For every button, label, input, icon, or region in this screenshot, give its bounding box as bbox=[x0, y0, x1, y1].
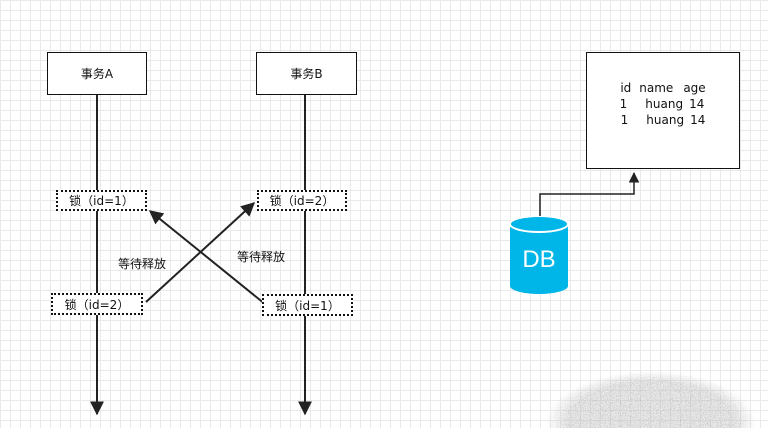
transaction-b-box: 事务B bbox=[256, 52, 357, 95]
table-header-name: name bbox=[639, 81, 674, 95]
table-row: 1 huang 14 bbox=[587, 112, 739, 128]
lock-b-id1-label: 锁（id=1） bbox=[275, 298, 340, 313]
data-table-box: id name age 1 huang 14 1 huang 14 bbox=[586, 52, 740, 169]
table-header-age: age bbox=[683, 81, 706, 95]
lock-a-id2-label: 锁（id=2） bbox=[64, 297, 130, 312]
table-cell-id: 1 bbox=[620, 113, 629, 127]
lock-a-id1: 锁（id=1） bbox=[56, 190, 147, 211]
table-cell-age: 14 bbox=[689, 97, 705, 111]
transaction-a-label: 事务A bbox=[80, 67, 114, 81]
lock-a-id1-label: 锁（id=1） bbox=[69, 194, 134, 208]
database-icon bbox=[510, 216, 568, 294]
transaction-a-box: 事务A bbox=[47, 52, 147, 95]
lock-a-id2: 锁（id=2） bbox=[51, 293, 143, 315]
noise-blob bbox=[546, 360, 756, 428]
table-cell-age: 14 bbox=[690, 113, 706, 127]
lock-b-id2-label: 锁（id=2） bbox=[269, 194, 335, 208]
table-cell-name: huang bbox=[645, 97, 684, 111]
lock-b-id1: 锁（id=1） bbox=[262, 294, 353, 316]
table-row: 1 huang 14 bbox=[587, 96, 739, 112]
table-cell-name: huang bbox=[646, 113, 685, 127]
lock-b-id2: 锁（id=2） bbox=[257, 190, 347, 211]
db-to-table-connector bbox=[539, 171, 640, 218]
table-cell-id: 1 bbox=[619, 97, 628, 111]
table-header-row: id name age bbox=[587, 80, 739, 96]
table-header-id: id bbox=[620, 81, 632, 95]
wait-release-label-left: 等待释放 bbox=[118, 257, 167, 271]
wait-release-label-right: 等待释放 bbox=[237, 250, 286, 264]
wait-arrow-b-to-a bbox=[148, 210, 266, 305]
database-label: DB bbox=[522, 246, 556, 273]
transaction-b-label: 事务B bbox=[290, 67, 323, 81]
